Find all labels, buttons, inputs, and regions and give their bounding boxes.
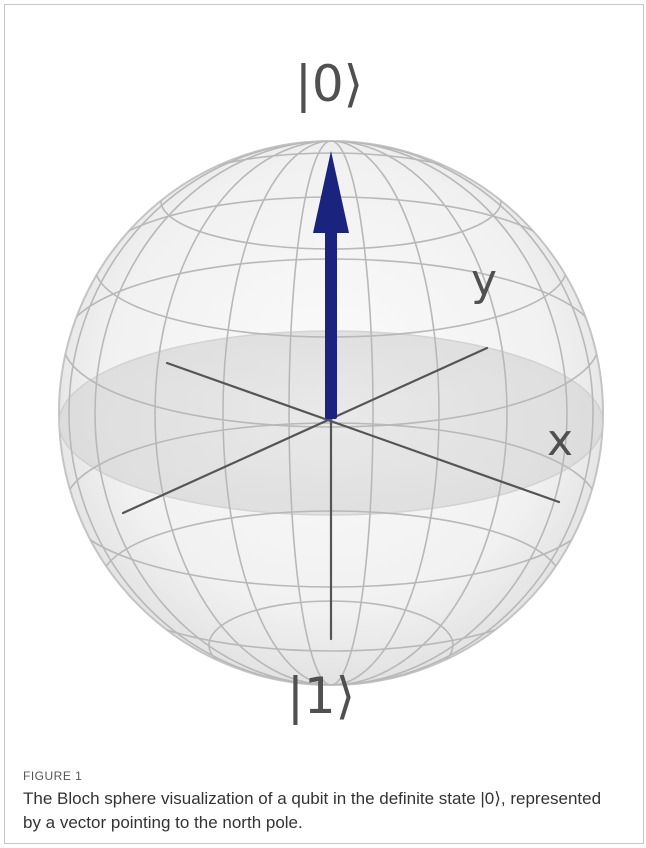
figure-caption-text: The Bloch sphere visualization of a qubi… (23, 789, 602, 832)
state-vector (313, 151, 349, 419)
bloch-sphere-diagram: |0⟩ |1⟩ y x (58, 55, 604, 725)
axis-line-x (165, 361, 561, 504)
pole-label-top: |0⟩ (295, 55, 363, 113)
axis-label-y: y (471, 255, 497, 306)
axis-line-y (121, 346, 489, 515)
state-vector-arrowhead (313, 151, 349, 233)
state-vector-shaft (325, 225, 337, 419)
axes (121, 346, 561, 641)
pole-label-bottom: |1⟩ (287, 667, 355, 725)
axis-label-x: x (547, 415, 573, 466)
figure-caption-label: FIGURE 1 (23, 769, 83, 783)
bloch-sphere-figure: |0⟩ |1⟩ y x (5, 5, 645, 745)
figure-frame: |0⟩ |1⟩ y x FIGURE 1 The Bloch sphere vi… (4, 4, 644, 844)
